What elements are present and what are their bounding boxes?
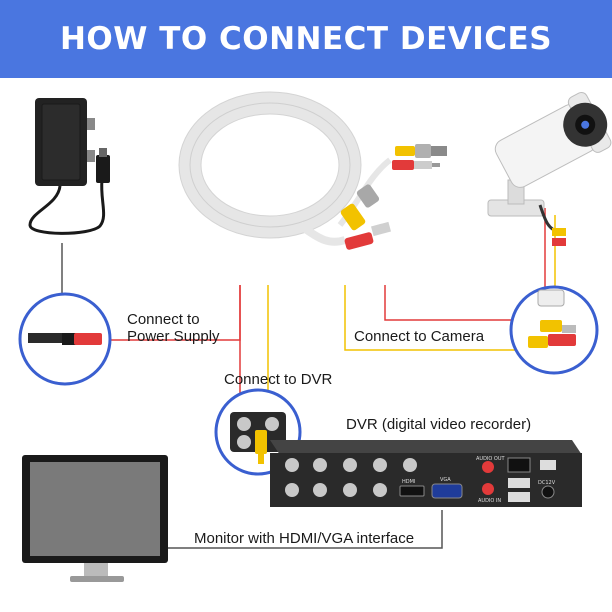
computer-monitor [22,455,168,582]
dvr-description-label: DVR (digital video recorder) [346,416,532,433]
camera-red-line [384,285,520,321]
power-adapter [28,98,110,235]
connect-dvr-label: Connect to DVR [224,371,333,388]
connect-camera-label: Connect to Camera [354,328,485,345]
callout-power-supply [18,292,112,386]
page-title: HOW TO CONNECT DEVICES [59,21,553,57]
connect-power-label-line2: Power Supply [127,328,220,345]
camera-yellow-line [344,285,520,351]
hdmi-port-label: HDMI [402,479,416,485]
audio-out-label: AUDIO OUT [476,456,505,462]
dvr-recorder [270,440,582,507]
vga-port-label: VGA [440,477,451,483]
audio-in-label: AUDIO IN [478,498,502,504]
cable-coil [178,91,447,250]
bnc-ports [285,458,417,497]
connect-power-label: Connect to Power Supply [127,311,220,345]
bullet-camera [487,91,612,246]
monitor-description-label: Monitor with HDMI/VGA interface [194,530,415,547]
monitor-line [168,510,443,549]
connect-power-label-line1: Connect to [127,311,200,328]
power-port-label: DC12V [538,480,556,486]
callout-camera [509,285,599,375]
title-banner: HOW TO CONNECT DEVICES [0,0,612,78]
